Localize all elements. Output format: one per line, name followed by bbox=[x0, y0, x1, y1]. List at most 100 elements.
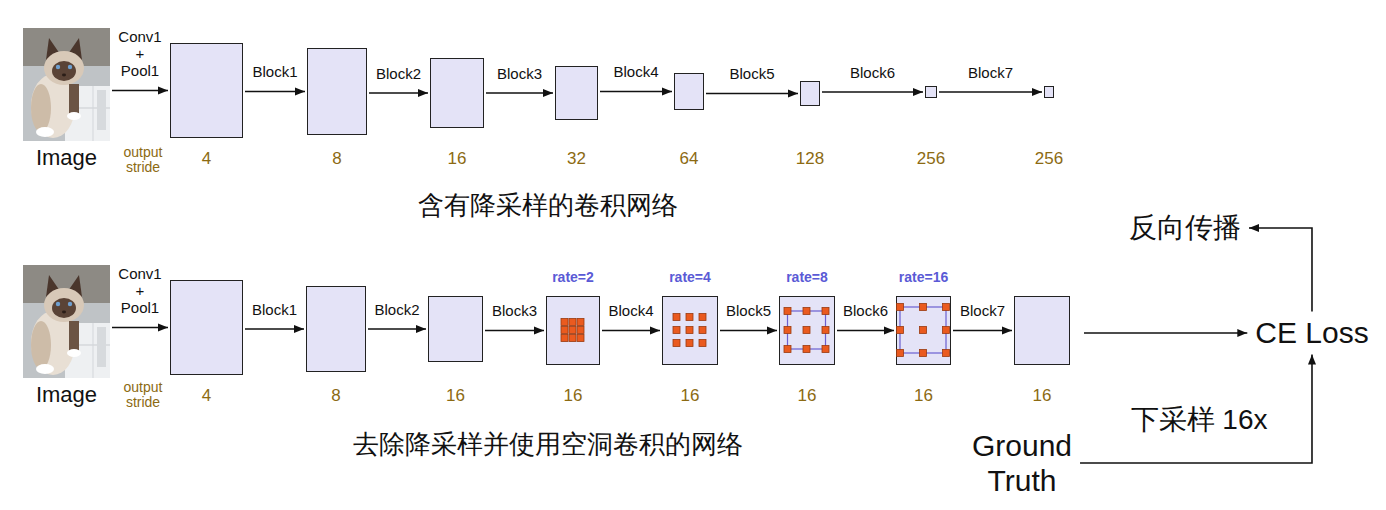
image-label: Image bbox=[36, 382, 97, 407]
feature-map: rate=416 bbox=[662, 296, 718, 365]
kernel-dot bbox=[784, 308, 791, 315]
feature-map: rate=216 bbox=[546, 296, 600, 365]
kernel-dot bbox=[784, 346, 791, 353]
edge-label: Block6 bbox=[841, 302, 890, 319]
stride-number: 32 bbox=[567, 149, 586, 169]
dilated-kernel bbox=[547, 297, 598, 363]
kernel-dot bbox=[561, 335, 568, 342]
caption: 去除降采样并使用空洞卷积的网络 bbox=[353, 427, 743, 462]
kernel-dot bbox=[822, 308, 829, 315]
kernel-dot bbox=[577, 335, 584, 342]
flow-arrow bbox=[600, 91, 672, 93]
feature-map: 8 bbox=[306, 286, 366, 372]
kernel-dot bbox=[803, 327, 810, 334]
stride-number: 256 bbox=[1035, 149, 1063, 169]
feature-map: rate=1616 bbox=[896, 296, 951, 365]
text-node: Ground Truth bbox=[972, 428, 1072, 498]
text-node: CE Loss bbox=[1255, 315, 1368, 350]
feature-map: 64 bbox=[674, 73, 704, 110]
feature-map: 16 bbox=[428, 296, 483, 362]
feature-map: 4 bbox=[170, 280, 243, 375]
dilation-rate: rate=16 bbox=[899, 269, 948, 285]
kernel-dot bbox=[561, 319, 568, 326]
edge-label: Block3 bbox=[495, 65, 544, 82]
kernel-dot bbox=[920, 350, 927, 357]
flow-arrow bbox=[486, 92, 553, 94]
flow-arrow bbox=[1249, 228, 1312, 311]
kernel-dot bbox=[699, 314, 706, 321]
stride-number: 4 bbox=[202, 149, 211, 169]
edge-label: Block2 bbox=[372, 301, 421, 318]
dilation-rate: rate=2 bbox=[552, 269, 594, 285]
dilated-kernel bbox=[663, 297, 716, 363]
edge-label: Block1 bbox=[250, 301, 299, 318]
stride-number: 16 bbox=[564, 386, 583, 406]
edge-label: Block4 bbox=[611, 63, 660, 80]
kernel-dot bbox=[784, 327, 791, 334]
kernel-dot bbox=[569, 327, 576, 334]
feature-map: 256 bbox=[925, 86, 937, 98]
kernel-dot bbox=[686, 314, 693, 321]
kernel-dot bbox=[943, 350, 950, 357]
kernel-dot bbox=[673, 340, 680, 347]
flow-arrow bbox=[720, 330, 777, 332]
kernel-dot bbox=[686, 340, 693, 347]
stride-number: 8 bbox=[331, 386, 340, 406]
stride-number: 256 bbox=[917, 149, 945, 169]
stride-number: 16 bbox=[1033, 386, 1052, 406]
feature-map: 4 bbox=[170, 43, 243, 138]
kernel-dot bbox=[673, 314, 680, 321]
flow-arrow bbox=[112, 327, 168, 329]
dilated-kernel bbox=[897, 297, 949, 363]
feature-map: 8 bbox=[307, 48, 367, 135]
edge-label: Block3 bbox=[490, 302, 539, 319]
input-image: Image bbox=[23, 28, 110, 140]
stride-number: 64 bbox=[680, 149, 699, 169]
receptive-field bbox=[788, 311, 826, 349]
flow-arrow bbox=[245, 91, 305, 93]
feature-map: rate=816 bbox=[779, 296, 835, 365]
kernel-dot bbox=[699, 327, 706, 334]
kernel-dot bbox=[673, 327, 680, 334]
kernel-dot bbox=[822, 327, 829, 334]
stride-number: 16 bbox=[446, 386, 465, 406]
receptive-field bbox=[900, 307, 946, 353]
kernel-dot bbox=[943, 327, 950, 334]
stride-number: 16 bbox=[448, 149, 467, 169]
stride-number: 16 bbox=[798, 386, 817, 406]
edge-label: Block5 bbox=[727, 65, 776, 82]
kernel-dot bbox=[569, 319, 576, 326]
edge-label: Conv1 + Pool1 bbox=[116, 28, 163, 80]
kernel-dot bbox=[920, 304, 927, 311]
image-label: Image bbox=[36, 145, 97, 170]
flow-arrow bbox=[245, 328, 304, 330]
kernel-dot bbox=[569, 335, 576, 342]
stride-number: 8 bbox=[332, 149, 341, 169]
dilation-rate: rate=4 bbox=[669, 269, 711, 285]
feature-map: 16 bbox=[1014, 296, 1070, 365]
kernel-dot bbox=[686, 327, 693, 334]
kernel-dot bbox=[561, 327, 568, 334]
axis-label: output stride bbox=[124, 145, 163, 176]
cat-photo bbox=[23, 265, 110, 378]
edge-label: Block2 bbox=[374, 65, 423, 82]
kernel-dot bbox=[699, 340, 706, 347]
feature-map: 128 bbox=[800, 81, 820, 106]
feature-map: 32 bbox=[555, 66, 598, 120]
feature-map: 16 bbox=[430, 58, 484, 128]
kernel-dot bbox=[897, 304, 904, 311]
stride-number: 16 bbox=[681, 386, 700, 406]
text-node: 反向传播 bbox=[1129, 212, 1241, 245]
flow-arrow bbox=[1084, 332, 1247, 334]
flow-arrow bbox=[953, 330, 1012, 332]
kernel-dot bbox=[803, 346, 810, 353]
dilation-rate: rate=8 bbox=[786, 269, 828, 285]
dilated-kernel bbox=[780, 297, 833, 363]
kernel-dot bbox=[920, 327, 927, 334]
edge-label: Block1 bbox=[250, 63, 299, 80]
flow-arrow bbox=[485, 330, 544, 332]
kernel-dot bbox=[577, 319, 584, 326]
node-text: Ground Truth bbox=[972, 428, 1072, 498]
input-image: Image bbox=[23, 265, 110, 378]
stride-number: 4 bbox=[202, 386, 211, 406]
